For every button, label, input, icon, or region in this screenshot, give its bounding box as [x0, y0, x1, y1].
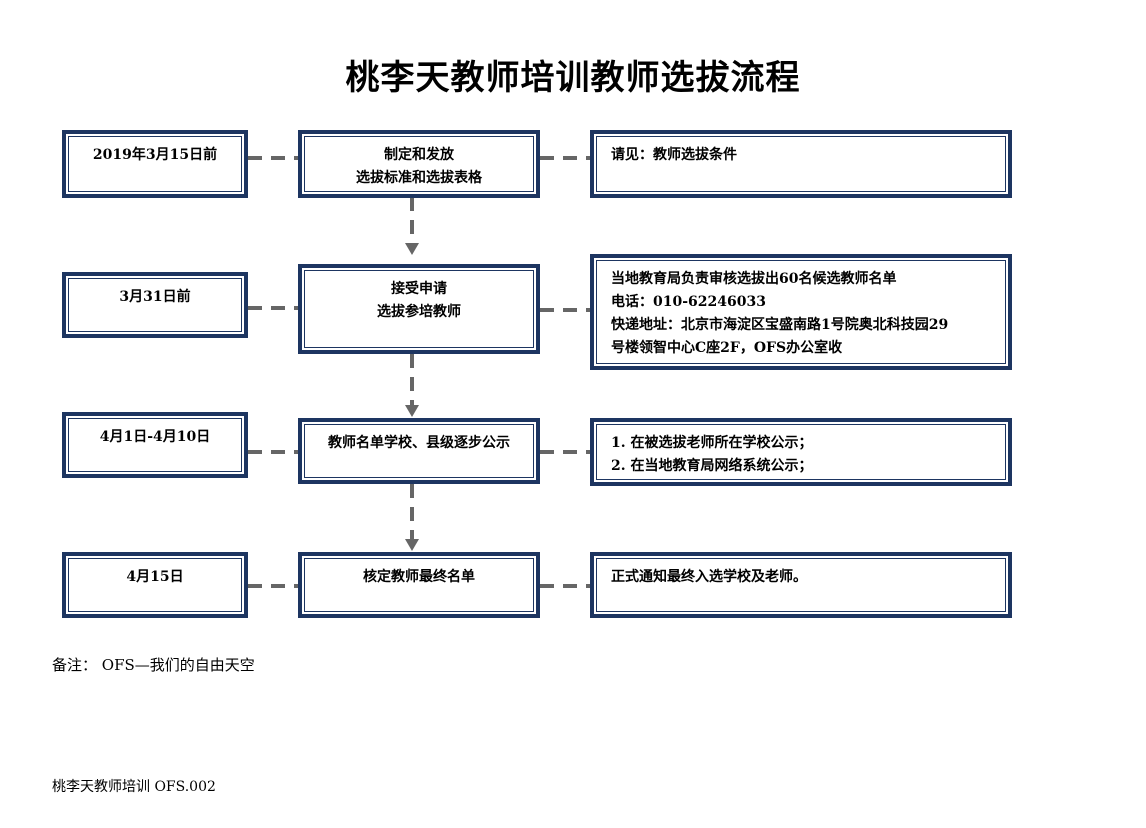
step-text: 接受申请 — [391, 281, 447, 297]
detail-box-2: 当地教育局负责审核选拔出60名候选教师名单 电话：010-62246033 快递… — [590, 254, 1012, 370]
step-box-3: 教师名单学校、县级逐步公示 — [298, 418, 540, 484]
note-text: 备注： OFS—我们的自由天空 — [52, 656, 255, 674]
detail-box-3: 1. 在被选拔老师所在学校公示； 2. 在当地教育局网络系统公示； — [590, 418, 1012, 486]
detail-text: 电话：010-62246033 — [611, 294, 766, 310]
date-box-2: 3月31日前 — [62, 272, 248, 338]
date-box-3: 4月1日-4月10日 — [62, 412, 248, 478]
step-box-1: 制定和发放 选拔标准和选拔表格 — [298, 130, 540, 198]
detail-text: 快递地址：北京市海淀区宝盛南路1号院奥北科技园29 — [611, 317, 949, 333]
step-text: 制定和发放 — [384, 147, 454, 163]
footer-text: 桃李天教师培训 OFS.002 — [52, 779, 216, 795]
date-text: 3月31日前 — [119, 289, 191, 305]
detail-text: 号楼领智中心C座2F，OFS办公室收 — [611, 340, 843, 356]
detail-text: 2. 在当地教育局网络系统公示； — [611, 458, 813, 474]
arrow-head-3 — [405, 539, 419, 551]
detail-text: 请见：教师选拔条件 — [611, 147, 737, 163]
detail-text: 当地教育局负责审核选拔出60名候选教师名单 — [611, 271, 897, 287]
step-box-2: 接受申请 选拔参培教师 — [298, 264, 540, 354]
date-box-4: 4月15日 — [62, 552, 248, 618]
detail-box-4: 正式通知最终入选学校及老师。 — [590, 552, 1012, 618]
date-box-1: 2019年3月15日前 — [62, 130, 248, 198]
step-text: 核定教师最终名单 — [363, 569, 475, 585]
arrow-head-1 — [405, 243, 419, 255]
page-title: 桃李天教师培训教师选拔流程 — [345, 58, 801, 98]
detail-text: 正式通知最终入选学校及老师。 — [611, 569, 807, 585]
step-box-4: 核定教师最终名单 — [298, 552, 540, 618]
date-text: 2019年3月15日前 — [92, 147, 218, 163]
date-text: 4月1日-4月10日 — [99, 429, 211, 445]
detail-box-1: 请见：教师选拔条件 — [590, 130, 1012, 198]
detail-text: 1. 在被选拔老师所在学校公示； — [611, 435, 813, 451]
date-text: 4月15日 — [126, 569, 184, 585]
arrow-head-2 — [405, 405, 419, 417]
step-text: 选拔参培教师 — [377, 304, 461, 320]
step-text: 选拔标准和选拔表格 — [356, 170, 482, 186]
step-text: 教师名单学校、县级逐步公示 — [328, 435, 510, 451]
